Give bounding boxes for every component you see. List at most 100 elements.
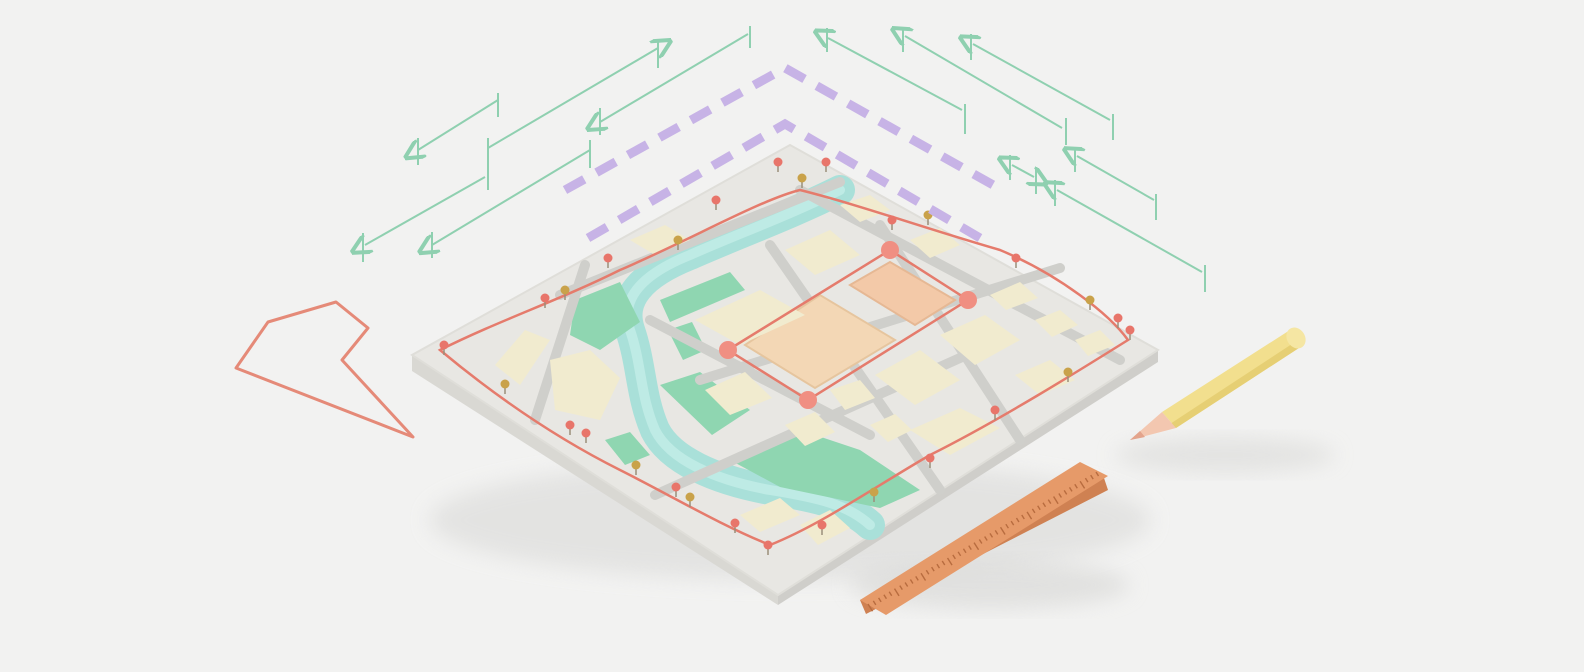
ruler-tick bbox=[1042, 502, 1047, 508]
map-pin-icon bbox=[603, 253, 613, 268]
block-19 bbox=[870, 414, 912, 442]
map-pin-icon bbox=[1113, 313, 1123, 328]
ruler-tick bbox=[1079, 480, 1086, 489]
ruler-tick bbox=[878, 597, 882, 603]
block-12 bbox=[1075, 330, 1115, 356]
map-pin-icon bbox=[540, 293, 550, 308]
board-side-left bbox=[412, 355, 778, 605]
block-east bbox=[848, 260, 957, 327]
ruler-tick bbox=[904, 582, 909, 587]
ruler-tick bbox=[931, 566, 935, 572]
ruler-tick bbox=[946, 557, 953, 566]
route-node bbox=[799, 391, 817, 409]
dimension-arrow-icon bbox=[1012, 165, 1034, 177]
ruler-tick bbox=[1090, 474, 1094, 480]
map-pin-icon bbox=[1085, 295, 1095, 310]
ruler-tick bbox=[1052, 496, 1059, 505]
block-13 bbox=[990, 282, 1038, 310]
block-20 bbox=[830, 380, 875, 410]
ruler-tick bbox=[984, 536, 988, 541]
dimension-arrow-icon bbox=[418, 99, 499, 150]
dimension-arrow-icon bbox=[432, 149, 591, 245]
block-1 bbox=[695, 290, 805, 345]
block-14 bbox=[1035, 310, 1078, 337]
ruler-ticks bbox=[867, 471, 1100, 612]
park-north bbox=[660, 272, 745, 322]
ruler-tick bbox=[989, 533, 994, 538]
ruler-tick bbox=[899, 585, 903, 590]
map-pin-icon bbox=[631, 460, 641, 475]
map-pin-icon bbox=[565, 420, 575, 435]
route-nodes bbox=[719, 241, 977, 409]
map-pin-icon bbox=[560, 285, 570, 300]
map-pin-icon bbox=[817, 520, 827, 535]
ruler-tick bbox=[1015, 517, 1020, 523]
ruler-tick bbox=[867, 603, 874, 612]
ruler-tick bbox=[978, 539, 983, 544]
map-pin-icon bbox=[673, 235, 683, 250]
map-pin-icon bbox=[869, 487, 879, 502]
ruler-tick bbox=[920, 572, 927, 581]
ruler-tick bbox=[957, 551, 962, 557]
map-pin-icon bbox=[671, 482, 681, 497]
river-highlight bbox=[622, 185, 875, 530]
ruler-tick bbox=[1031, 508, 1036, 514]
park-west bbox=[570, 282, 640, 350]
route-outline bbox=[437, 188, 1130, 547]
park-sw bbox=[605, 432, 650, 465]
map-pin-icon bbox=[1063, 367, 1073, 382]
map-pin-icon bbox=[500, 379, 510, 394]
ruler-icon bbox=[860, 462, 1108, 615]
block-7 bbox=[495, 330, 550, 385]
route-node bbox=[959, 291, 977, 309]
ruler-tick bbox=[888, 591, 893, 597]
ruler-tick bbox=[872, 600, 877, 606]
city-blocks bbox=[495, 195, 1115, 545]
ruler-tick bbox=[909, 579, 914, 584]
block-17 bbox=[740, 498, 800, 532]
roads bbox=[530, 177, 1125, 500]
map-pin-icon bbox=[730, 518, 740, 533]
ruler-tick bbox=[968, 545, 972, 551]
polygon-outline-icon bbox=[234, 300, 415, 439]
dimension-arrow-icon bbox=[1057, 190, 1203, 273]
block-9 bbox=[785, 412, 835, 446]
map-pins bbox=[439, 157, 1135, 555]
ruler-tick bbox=[936, 563, 941, 569]
board-side-right bbox=[778, 350, 1158, 605]
dimension-arrow-icon bbox=[487, 48, 658, 149]
ruler-tick bbox=[994, 529, 999, 535]
map-pin-icon bbox=[685, 492, 695, 507]
dashed-outer bbox=[562, 62, 1005, 194]
dashed-outline bbox=[562, 62, 1005, 242]
ruler-tick bbox=[1010, 520, 1015, 526]
ruler-tick bbox=[1021, 514, 1025, 520]
ruler-tick bbox=[925, 569, 930, 575]
ruler-tick bbox=[1047, 499, 1052, 504]
block-6 bbox=[550, 350, 620, 420]
route-node bbox=[881, 241, 899, 259]
pencil-body bbox=[1162, 330, 1302, 428]
block-5 bbox=[940, 315, 1020, 365]
pencil-body-shade bbox=[1170, 340, 1302, 428]
map-pin-icon bbox=[925, 453, 935, 468]
ruler-tick bbox=[883, 594, 888, 600]
map-pin-icon bbox=[763, 540, 773, 555]
pencil-lead bbox=[1130, 431, 1145, 440]
map-pin-icon bbox=[887, 215, 897, 230]
dimension-arrow-icon bbox=[1077, 156, 1155, 201]
ruler-tick bbox=[999, 526, 1006, 535]
ruler-tick bbox=[962, 548, 967, 554]
ruler-tick bbox=[1084, 477, 1089, 483]
block-10 bbox=[910, 408, 1000, 455]
dashed-inner bbox=[585, 118, 983, 242]
block-2 bbox=[785, 230, 860, 275]
park-center bbox=[660, 372, 750, 435]
ruler-top bbox=[860, 462, 1108, 615]
map-pin-icon bbox=[581, 428, 591, 443]
ruler-tick bbox=[893, 588, 900, 597]
map-pin-icon bbox=[821, 157, 831, 172]
dimension-arrow-icon bbox=[905, 36, 1063, 129]
